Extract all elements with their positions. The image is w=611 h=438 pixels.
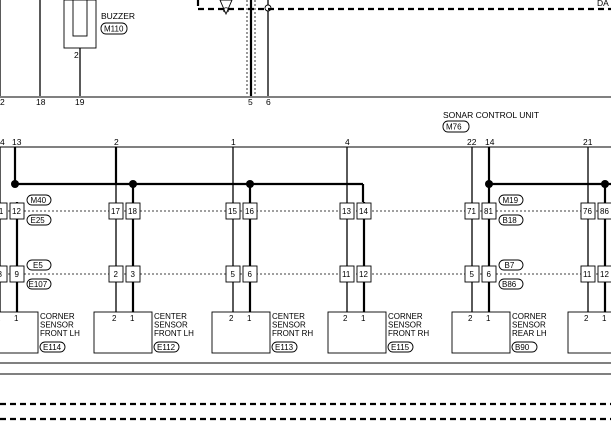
sensor-pin-number: 2 [584, 314, 589, 323]
sensor-pin-number: 1 [247, 314, 252, 323]
unit-pin: 13 [12, 137, 22, 147]
sensor-label: FRONT LH [40, 329, 80, 338]
unit-pin: 4 [0, 137, 5, 147]
buzzer-component: BUZZER M110 2 [63, 0, 135, 96]
connector-pin-number: 12 [12, 207, 21, 216]
connector-pin-number: 5 [470, 270, 475, 279]
top-region: BUZZER M110 2 C DA 2 18 19 5 6 [0, 0, 611, 107]
sensor-label: CORNER [388, 312, 423, 321]
joint-connector-label: E25 [31, 216, 46, 225]
connector-pin-number: 11 [583, 270, 592, 279]
connector-pin-number: 11 [0, 207, 4, 216]
connector-pin-number: 71 [467, 207, 476, 216]
connector-pin-number: 15 [228, 207, 237, 216]
connector-pin-number: 8 [0, 270, 3, 279]
unit-pin: 2 [114, 137, 119, 147]
sensor-connector: E112 [157, 343, 176, 352]
top-pin-2: 2 [0, 97, 5, 107]
sensor-label: SENSOR [512, 321, 546, 330]
top-pin-19: 19 [75, 97, 85, 107]
connector-pin-number: 6 [248, 270, 253, 279]
sensor-connector: E113 [275, 343, 294, 352]
sensor-connector: B90 [515, 343, 530, 352]
buzzer-connector: M110 [104, 25, 124, 34]
connector-pin-number: 9 [15, 270, 20, 279]
buzzer-pin-number: 2 [74, 50, 79, 60]
joint-connector-label: B86 [502, 280, 517, 289]
joint-connector-label: E107 [29, 280, 48, 289]
sensor-label: SENSOR [154, 321, 188, 330]
joint-connector-label: M19 [503, 196, 519, 205]
sensor-label: FRONT RH [388, 329, 429, 338]
sensor-pin-number: 2 [343, 314, 348, 323]
connector-pin-number: 5 [231, 270, 236, 279]
sensor-label: SENSOR [272, 321, 306, 330]
unit-pin: 22 [467, 137, 477, 147]
bus-lines [0, 147, 611, 202]
sensor-pin-number: 2 [468, 314, 473, 323]
connector-pin-number: 3 [131, 270, 136, 279]
sensor-label: SENSOR [40, 321, 74, 330]
unit-pin: 4 [345, 137, 350, 147]
sonar-control-unit-connector: M76 [446, 123, 462, 132]
connector-pin-number: 76 [583, 207, 592, 216]
sensor-pin-number: 1 [602, 314, 607, 323]
sensor-label: CORNER [40, 312, 75, 321]
sensor-connector: E114 [43, 343, 62, 352]
top-pin-5: 5 [248, 97, 253, 107]
joint-connector-label: B7 [505, 261, 515, 270]
joint-connectors: M40 E25 E5 E107 M19 B18 B7 B86 [26, 194, 524, 290]
sensor-pin-number: 1 [486, 314, 491, 323]
bottom-harness [0, 362, 611, 421]
sensor-pin-number: 1 [14, 314, 19, 323]
unit-pin: 14 [485, 137, 495, 147]
unit-pin: 21 [583, 137, 593, 147]
connector-pin-number: 6 [487, 270, 492, 279]
connector-pin-number: 12 [359, 270, 368, 279]
sonar-control-unit: SONAR CONTROL UNIT M76 4 13 2 1 4 22 14 … [0, 110, 611, 148]
sensor-label: CENTER [272, 312, 305, 321]
joint-connector-label: M40 [31, 196, 47, 205]
connector-pin-number: 12 [600, 270, 609, 279]
sensor-pin-number: 2 [112, 314, 117, 323]
partial-connector-glyph: C [221, 7, 230, 13]
joint-connector-label: E5 [33, 261, 43, 270]
sensor-label: CENTER [154, 312, 187, 321]
sensor-label: SENSOR [388, 321, 422, 330]
sensor-label: FRONT LH [154, 329, 194, 338]
top-pin-18: 18 [36, 97, 46, 107]
sonar-control-unit-label: SONAR CONTROL UNIT [443, 110, 539, 120]
connector-pin-number: 11 [342, 270, 351, 279]
connector-pin-number: 17 [111, 207, 120, 216]
unit-pin: 1 [231, 137, 236, 147]
buzzer-label: BUZZER [101, 11, 135, 21]
connector-divider-lines [0, 210, 611, 275]
sensor-label: CORNER [512, 312, 547, 321]
top-cut-label: DA [597, 0, 609, 8]
sensor-pin-number: 1 [130, 314, 135, 323]
connector-pin-number: 16 [245, 207, 254, 216]
connector-pin-number: 18 [128, 207, 137, 216]
sensor-pin-number: 1 [361, 314, 366, 323]
connector-pin-number: 86 [600, 207, 609, 216]
sensor-partial-rear: 76 86 11 12 2 1 [567, 202, 611, 354]
top-pin-6: 6 [266, 97, 271, 107]
connector-pin-number: 13 [342, 207, 351, 216]
sensor-branches: 11128921CORNERSENSORFRONT LHE11417182321… [0, 202, 611, 354]
sensor-pin-number: 2 [229, 314, 234, 323]
joint-connector-label: B18 [503, 216, 518, 225]
shielded-pair: C [219, 0, 272, 96]
sensor-label: REAR LH [512, 329, 547, 338]
sensor-connector: E115 [391, 343, 410, 352]
connector-pin-number: 2 [114, 270, 119, 279]
connector-pin-number: 14 [359, 207, 368, 216]
connector-pin-number: 81 [484, 207, 493, 216]
sensor-label: FRONT RH [272, 329, 313, 338]
